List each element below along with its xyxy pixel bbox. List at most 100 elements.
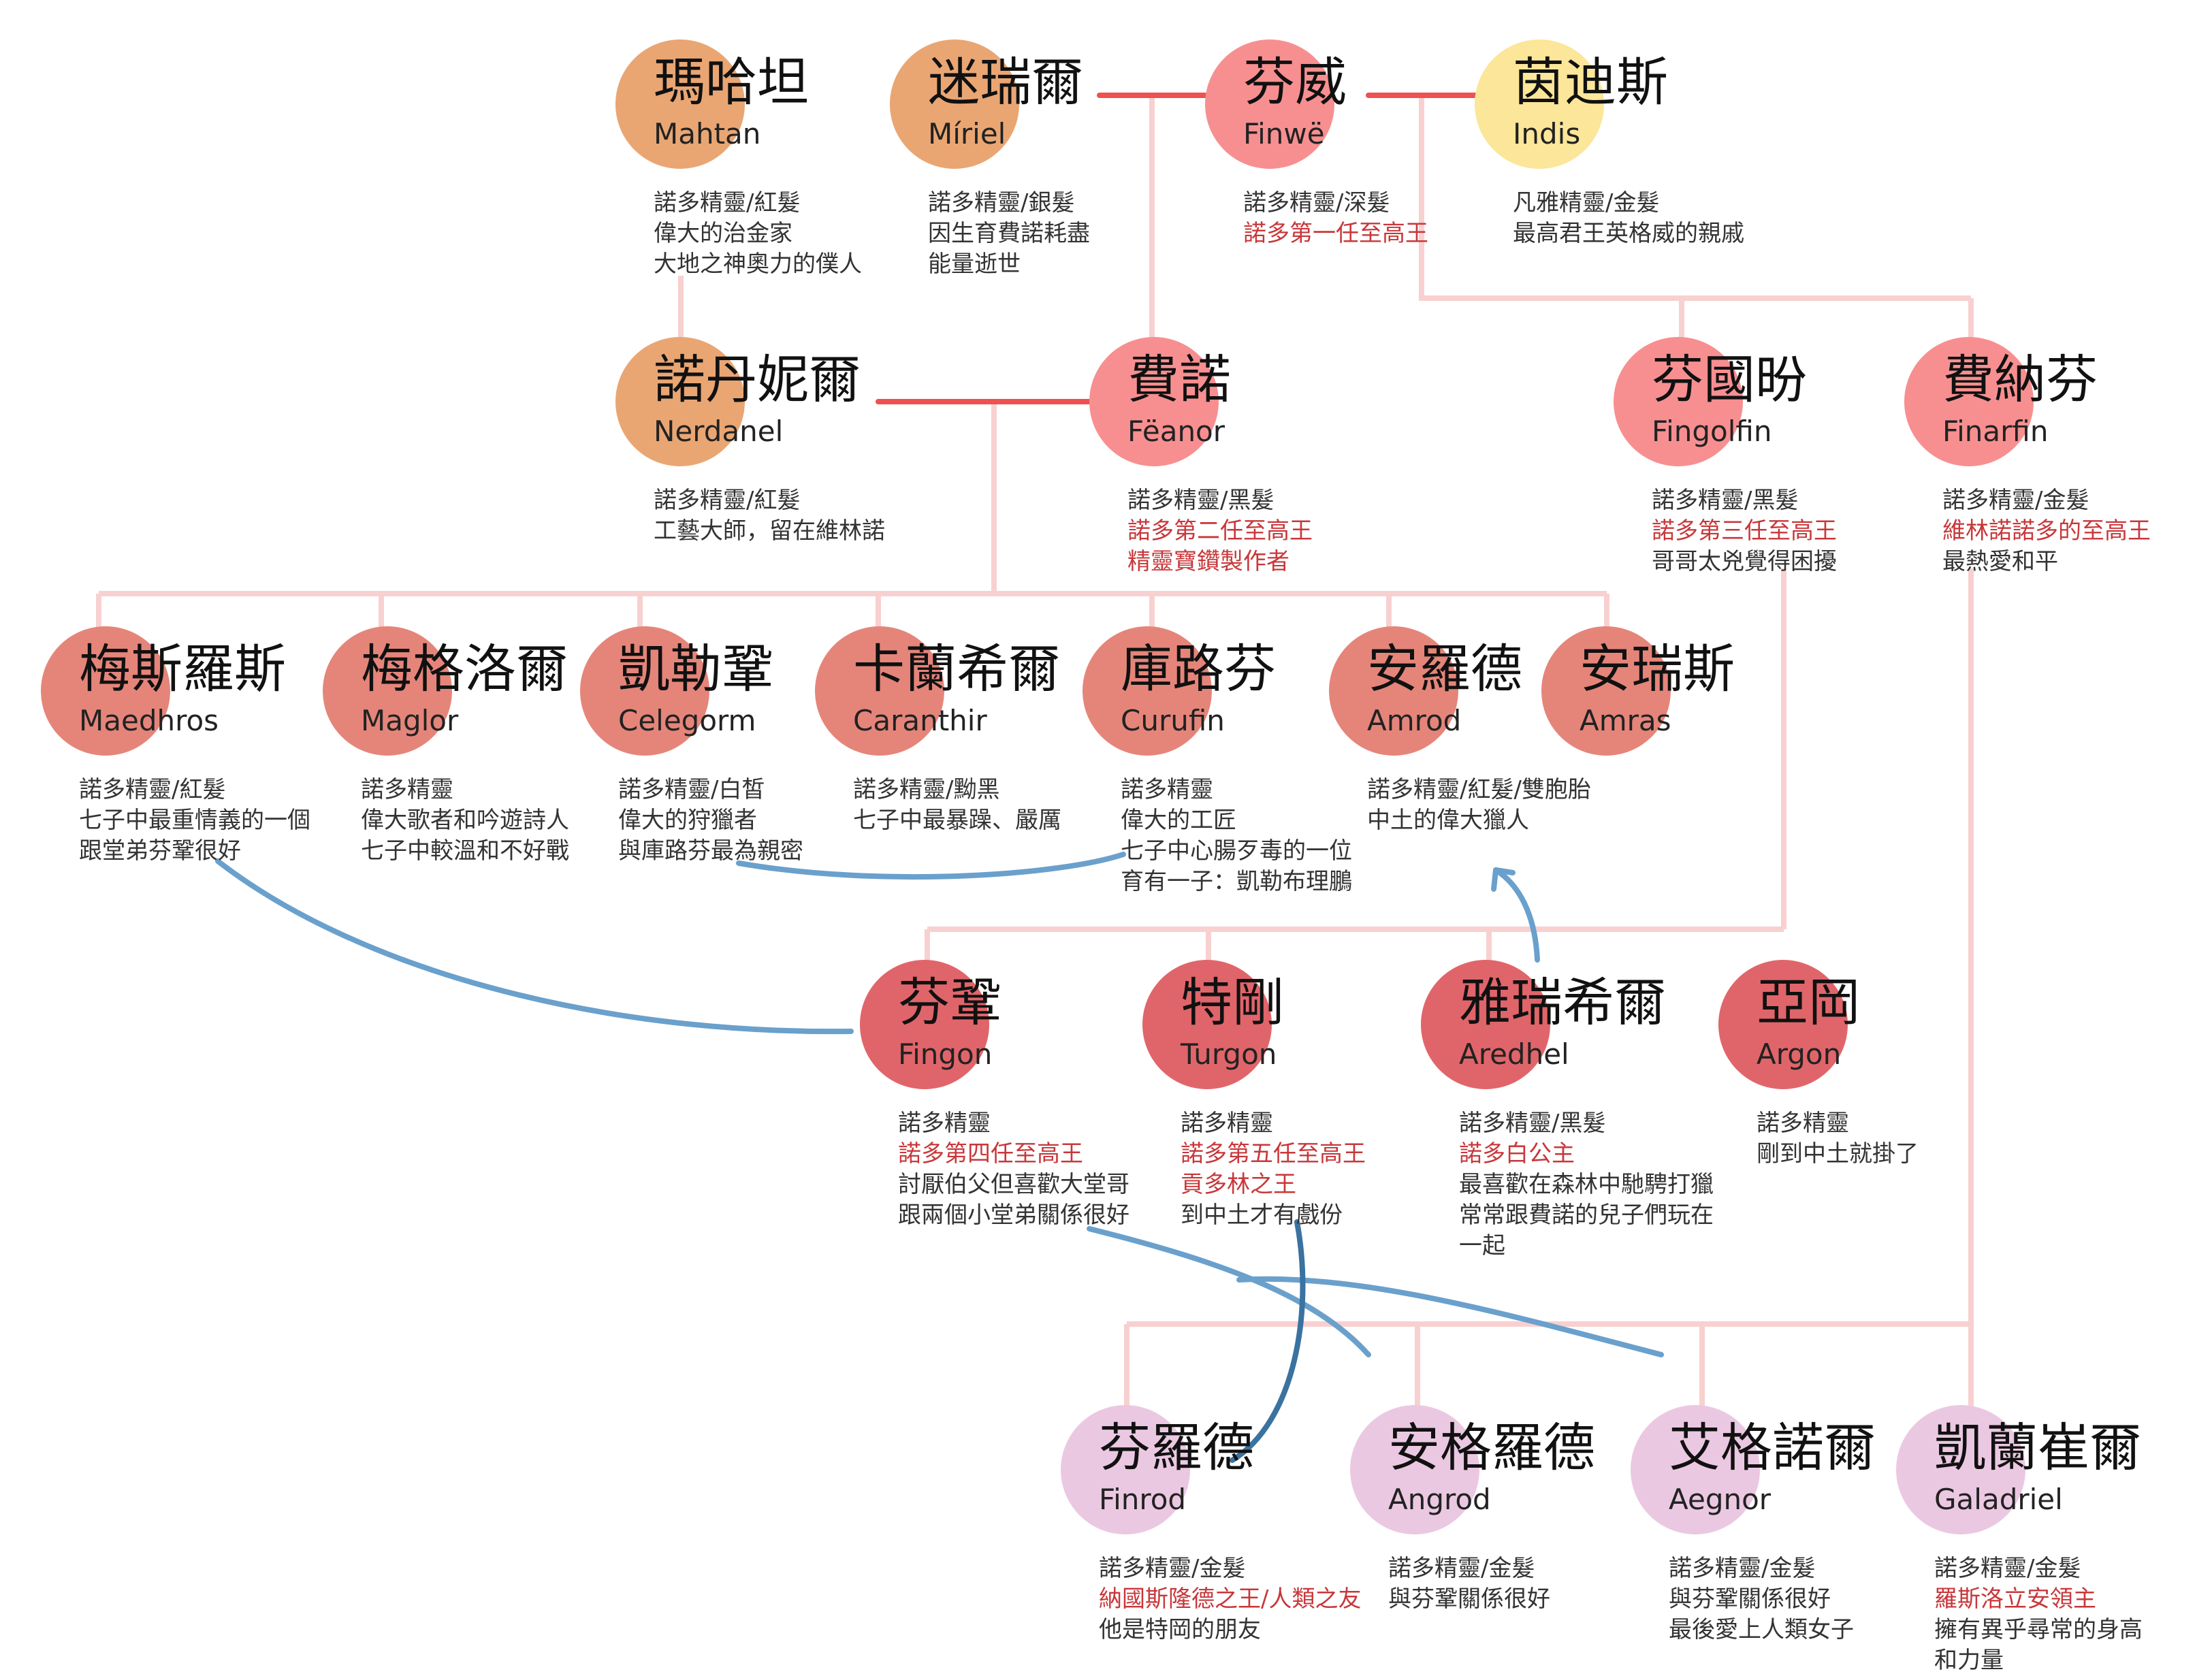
person-description: 諾多精靈/紅髮七子中最重情義的一個跟堂弟芬鞏很好 (79, 775, 692, 867)
person-english-name: Maglor (361, 704, 459, 737)
person-name: 茵迪斯 (1513, 52, 1668, 112)
description-line: 跟兩個小堂弟關係很好 (898, 1202, 1129, 1229)
person-name: 艾格諾爾 (1669, 1417, 1876, 1478)
person-english-name: Curufin (1121, 704, 1225, 737)
person-name: 費諾 (1127, 349, 1231, 410)
description-line: 與庫路芬最為親密 (618, 837, 803, 865)
description-line: 因生育費諾耗盡 (928, 220, 1090, 247)
person-name: 迷瑞爾 (928, 52, 1083, 112)
description-line: 諾多精靈/金髮 (1669, 1555, 1816, 1582)
description-line: 與芬鞏關係很好 (1669, 1585, 1831, 1613)
arrowhead (1491, 867, 1516, 892)
person-english-name: Maedhros (79, 704, 219, 737)
person-name: 瑪哈坦 (654, 52, 809, 112)
description-line: 擁有異乎尋常的身高 (1934, 1616, 2143, 1643)
description-line: 能量逝世 (928, 251, 1021, 278)
person-circle (1475, 39, 1604, 169)
person-name: 安格羅德 (1388, 1417, 1595, 1478)
person-english-name: Galadriel (1934, 1483, 2063, 1516)
description-line: 偉大歌者和吟遊詩人 (361, 807, 569, 834)
person-circle (1142, 960, 1272, 1089)
description-line: 諾多精靈 (1181, 1110, 1273, 1137)
person-english-name: Indis (1513, 117, 1581, 150)
person-circle (1904, 337, 2034, 466)
description-line: 諾多精靈/金髮 (1942, 487, 2089, 514)
person-circle (860, 960, 989, 1089)
title-line: 納國斯隆德之王/人類之友 (1099, 1585, 1362, 1613)
person-description: 諾多精靈/紅髮/雙胞胎中土的偉大獵人 (1367, 775, 1980, 836)
description-line: 諾多精靈/深髮 (1243, 189, 1390, 216)
description-line: 諾多精靈/黑髮 (1652, 487, 1799, 514)
description-line: 與芬鞏關係很好 (1388, 1585, 1550, 1613)
description-line: 最高君王英格威的親戚 (1513, 220, 1744, 247)
person-circle (615, 39, 745, 169)
friendship-curve (1087, 1226, 1371, 1357)
description-line: 最喜歡在森林中馳騁打獵 (1459, 1171, 1714, 1198)
person-english-name: Finrod (1099, 1483, 1187, 1516)
person-circle (1896, 1405, 2025, 1534)
person-name: 安瑞斯 (1580, 639, 1735, 699)
friendship-curve (1230, 1219, 1306, 1463)
person-description: 諾多精靈/黑髮諾多第三任至高王哥哥太兇覺得困擾 (1652, 485, 2212, 577)
person-english-name: Amrod (1367, 704, 1462, 737)
person-circle (1614, 337, 1743, 466)
person-description: 諾多精靈偉大的工匠七子中心腸歹毒的一位育有一子：凱勒布理鵬 (1121, 775, 1733, 897)
description-line: 剛到中土就掛了 (1757, 1140, 1919, 1167)
person-description: 諾多精靈/深髮諾多第一任至高王 (1243, 188, 1856, 249)
description-line: 諾多精靈/紅髮/雙胞胎 (1367, 776, 1591, 803)
description-line: 最後愛上人類女子 (1669, 1616, 1854, 1643)
person-description: 諾多精靈/紅髮工藝大師，留在維林諾 (654, 485, 1266, 547)
title-line: 精靈寶鑽製作者 (1127, 548, 1289, 575)
person-circle (1541, 626, 1671, 756)
title-line: 維林諾諾多的至高王 (1942, 517, 2151, 545)
description-line: 偉大的治金家 (654, 220, 792, 247)
person-circle (815, 626, 944, 756)
description-line: 七子中較溫和不好戰 (361, 837, 569, 865)
person-english-name: Mahtan (654, 117, 761, 150)
description-line: 他是特岡的朋友 (1099, 1616, 1261, 1643)
person-circle (41, 626, 170, 756)
person-description: 諾多精靈/銀髮因生育費諾耗盡能量逝世 (928, 188, 1541, 280)
description-line: 育有一子：凱勒布理鵬 (1121, 868, 1352, 895)
person-name: 芬鞏 (898, 972, 1001, 1033)
friendship-curve (1236, 1276, 1664, 1357)
title-line: 諾多第五任至高王 (1181, 1140, 1366, 1167)
person-circle (1718, 960, 1848, 1089)
person-english-name: Nerdanel (654, 415, 784, 448)
person-english-name: Aegnor (1669, 1483, 1772, 1516)
person-name: 亞岡 (1757, 972, 1860, 1033)
description-line: 偉大的工匠 (1121, 807, 1236, 834)
title-line: 諾多白公主 (1459, 1140, 1575, 1167)
description-line: 最熱愛和平 (1942, 548, 2058, 575)
person-description: 諾多精靈/金髮維林諾諾多的至高王最熱愛和平 (1942, 485, 2212, 577)
description-line: 諾多精靈/黑髮 (1459, 1110, 1606, 1137)
description-line: 諾多精靈 (1121, 776, 1213, 803)
person-circle (1061, 1405, 1190, 1534)
person-description: 諾多精靈偉大歌者和吟遊詩人七子中較溫和不好戰 (361, 775, 974, 867)
person-circle (1421, 960, 1550, 1089)
descent-connector (1419, 95, 1974, 339)
person-description: 諾多精靈/黑髮諾多白公主最喜歡在森林中馳騁打獵常常跟費諾的兒子們玩在一起 (1459, 1108, 2072, 1261)
person-name: 雅瑞希爾 (1459, 972, 1666, 1033)
description-line: 中土的偉大獵人 (1367, 807, 1529, 834)
person-name: 庫路芬 (1121, 639, 1276, 699)
friendship-curve (1493, 867, 1540, 963)
description-line: 到中土才有戲份 (1181, 1202, 1343, 1229)
description-line: 諾多精靈 (898, 1110, 991, 1137)
description-line: 諾多精靈/銀髮 (928, 189, 1075, 216)
description-line: 諾多精靈/紅髮 (654, 487, 801, 514)
